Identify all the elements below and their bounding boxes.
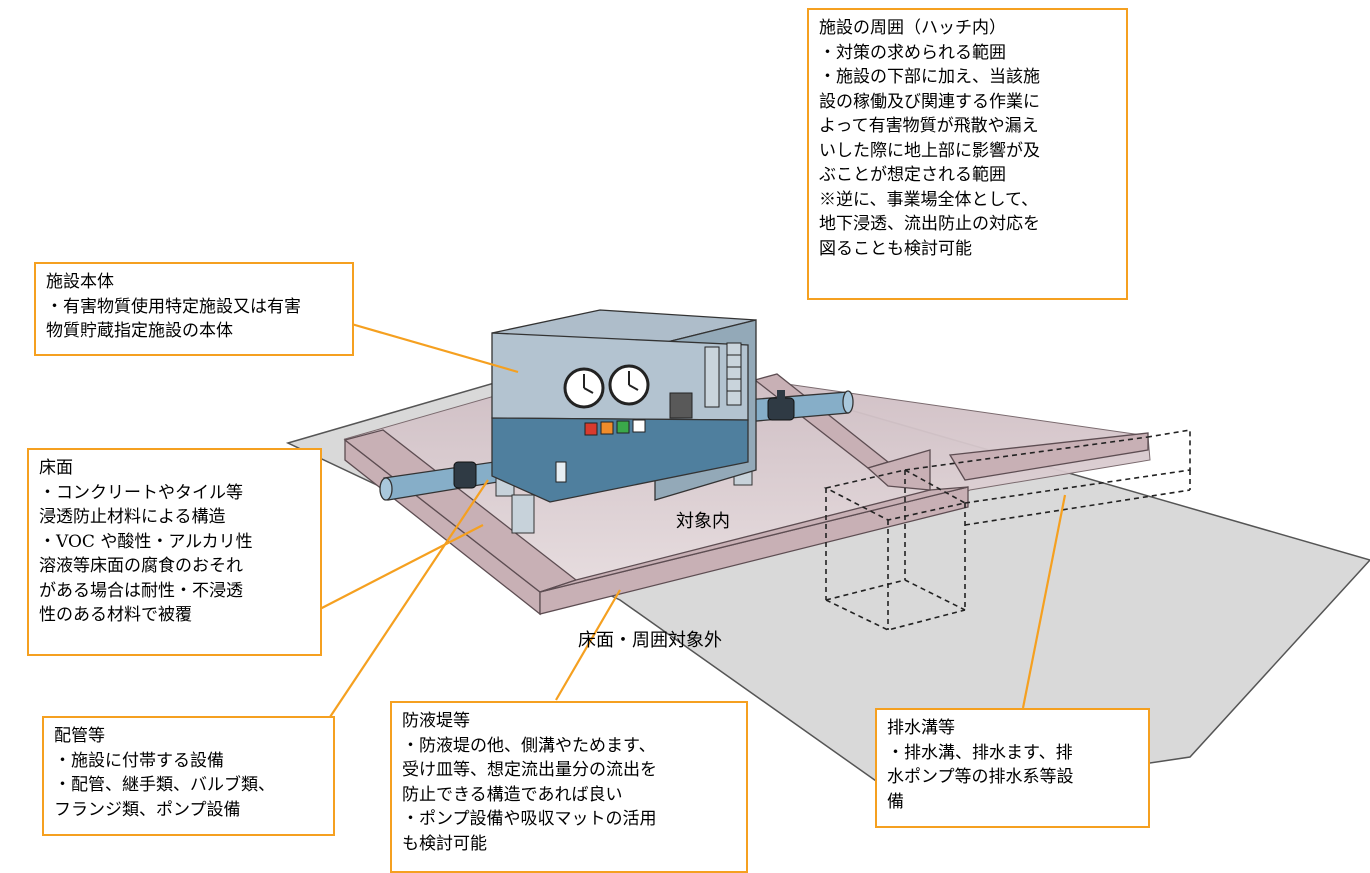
indicator-lamp	[616, 420, 630, 434]
callout-line: ・ポンプ設備や吸収マットの活用	[402, 809, 657, 829]
callout-line: がある場合は耐性・不浸透	[39, 580, 243, 601]
callout-line: ・有害物質使用特定施設又は有害	[46, 296, 301, 317]
callout-line: 防止できる構造であれば良い	[402, 784, 623, 805]
callout-line: も検討可能	[402, 833, 487, 854]
callout-line: ・コンクリートやタイル等	[39, 482, 243, 503]
callout-facility: 施設本体 ・有害物質使用特定施設又は有害 物質貯蔵指定施設の本体	[34, 262, 354, 356]
callout-line: いした際に地上部に影響が及	[819, 140, 1040, 161]
callout-line: 防液堤等	[402, 711, 470, 731]
callout-line: ・施設の下部に加え、当該施	[819, 67, 1040, 87]
callout-line: 溶液等床面の腐食のおそれ	[39, 556, 243, 576]
callout-line: ・排水溝、排水ます、排	[887, 742, 1073, 763]
callout-line: 水ポンプ等の排水系等設	[887, 767, 1074, 787]
callout-line: 備	[887, 791, 904, 812]
indicator-lamp	[632, 419, 646, 433]
callout-line: ・防液堤の他、側溝やためます、	[402, 735, 656, 756]
callout-line: ・施設に付帯する設備	[54, 750, 224, 771]
callout-line: 配管等	[54, 726, 105, 746]
callout-line: 施設の周囲（ハッチ内）	[819, 18, 1006, 38]
callout-line: よって有害物質が飛散や漏え	[819, 116, 1039, 136]
gauge-icon	[608, 364, 650, 406]
callout-dike: 防液堤等 ・防液堤の他、側溝やためます、 受け皿等、想定流出量分の流出を 防止で…	[390, 701, 748, 873]
callout-drain: 排水溝等 ・排水溝、排水ます、排 水ポンプ等の排水系等設 備	[875, 708, 1150, 828]
callout-line: ・VOC や酸性・アルカリ性	[39, 531, 253, 552]
callout-line: ※逆に、事業場全体として、	[819, 189, 1039, 210]
callout-line: 性のある材料で被覆	[39, 605, 192, 625]
callout-line: 地下浸透、流出防止の対応を	[819, 214, 1040, 234]
pipe-right	[744, 390, 854, 423]
drain-pit-dashed	[823, 429, 1191, 631]
callout-line: ぶことが想定される範囲	[819, 165, 1006, 185]
callout-line: ・対策の求められる範囲	[819, 42, 1006, 63]
leader-lines	[317, 321, 1067, 718]
facility-machine	[491, 309, 757, 534]
callout-piping: 配管等 ・施設に付帯する設備 ・配管、継手類、バルブ類、 フランジ類、ポンプ設備	[42, 716, 335, 836]
callout-floor: 床面 ・コンクリートやタイル等 浸透防止材料による構造 ・VOC や酸性・アルカ…	[27, 448, 322, 656]
inner-area-label: 対象内	[676, 511, 730, 532]
callout-line: ・配管、継手類、バルブ類、	[54, 775, 275, 795]
callout-line: 施設本体	[46, 272, 114, 292]
callout-line: 物質貯蔵指定施設の本体	[46, 321, 233, 341]
callout-line: 受け皿等、想定流出量分の流出を	[402, 760, 657, 780]
callout-line: フランジ類、ポンプ設備	[54, 799, 241, 820]
indicator-lamp	[600, 421, 614, 435]
callout-line: 排水溝等	[887, 718, 955, 738]
callout-line: 図ることも検討可能	[819, 238, 972, 259]
callout-surroundings: 施設の周囲（ハッチ内） ・対策の求められる範囲 ・施設の下部に加え、当該施 設の…	[807, 8, 1128, 300]
gauge-icon	[563, 367, 605, 409]
indicator-lamps	[584, 419, 646, 436]
outer-area-label: 床面・周囲対象外	[578, 630, 722, 651]
callout-line: 設の稼働及び関連する作業に	[819, 91, 1040, 112]
callout-line: 浸透防止材料による構造	[39, 507, 226, 527]
indicator-lamp	[584, 422, 598, 436]
callout-line: 床面	[39, 458, 73, 478]
